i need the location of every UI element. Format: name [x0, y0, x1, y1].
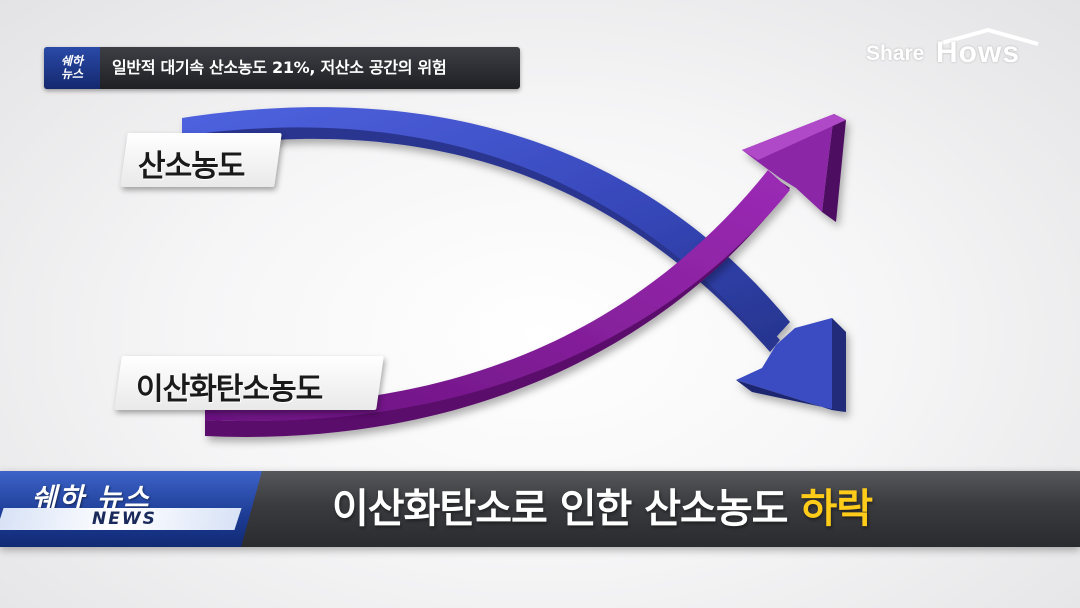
logo-hows-text: Hows [936, 36, 1021, 69]
house-roof-icon [937, 28, 1039, 46]
news-badge-small: 쉐하 뉴스 [44, 47, 100, 89]
headline-bar: 쉐하 뉴스 일반적 대기속 산소농도 21%, 저산소 공간의 위험 [44, 47, 520, 89]
caption-text: 이산화탄소로 인한 산소농도 하락 [332, 471, 873, 547]
headline-text: 일반적 대기속 산소농도 21%, 저산소 공간의 위험 [112, 58, 447, 77]
oxygen-arrow [182, 107, 846, 412]
badge-line-2: 뉴스 [60, 67, 84, 81]
sharehows-logo: Share Hows [866, 28, 1046, 78]
badge-line-1: 쉐하 [60, 54, 84, 68]
co2-arrow [205, 114, 846, 437]
caption-highlight: 하락 [800, 486, 873, 532]
caption-main: 이산화탄소로 인한 산소농도 [332, 486, 801, 532]
news-badge-sub: NEWS [92, 509, 157, 529]
co2-label: 이산화탄소농도 [136, 372, 323, 407]
oxygen-label: 산소농도 [138, 149, 245, 184]
logo-share-text: Share [866, 42, 925, 65]
